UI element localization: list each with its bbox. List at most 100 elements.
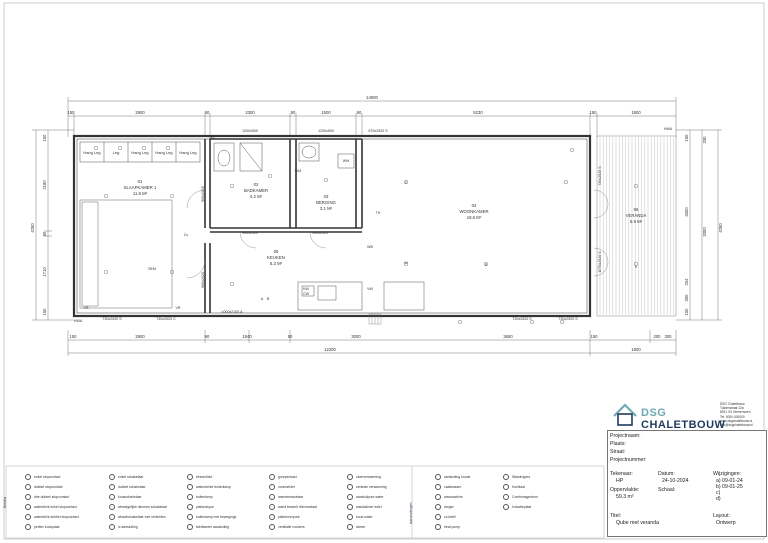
dim-left: 150 — [42, 308, 47, 316]
legend-label: afvoer — [356, 524, 366, 529]
dim-top: 1500 — [321, 110, 331, 115]
legend-label: aansluitpunt water — [356, 494, 384, 499]
dim-right: 204 — [684, 278, 689, 286]
legend-label: vaatwasser — [444, 484, 462, 489]
title-block: Projectnaam: Plaats: Straat: Projectnumm… — [607, 430, 767, 537]
electrical-point — [404, 262, 409, 267]
door-label: 730x2020 S — [102, 317, 122, 321]
legend-symbol-icon — [187, 514, 193, 520]
door-swings — [186, 189, 609, 279]
dim-left-total: 4280 — [30, 223, 35, 233]
legend-item: binnenlicht — [187, 474, 212, 480]
legend-item: buitenlamp — [187, 494, 213, 500]
room-code: 05 — [274, 249, 279, 254]
legend-item: rookmelder — [269, 484, 295, 490]
legend-label: dubbel stopcontact — [34, 484, 63, 489]
legend-symbol-icon — [109, 484, 115, 490]
electrical-point — [530, 320, 535, 325]
room-area: 3.1 M² — [320, 206, 333, 211]
dim-right-outer: 330 — [702, 136, 707, 144]
dim-right-outer: 4280 — [718, 223, 723, 233]
tb-projectnummer: Projectnummer: — [610, 457, 647, 463]
legend-label: lc aansluiting — [118, 524, 138, 529]
electrical-point — [634, 262, 639, 267]
tb-plaats: Plaats: — [610, 441, 626, 447]
electrical-point — [564, 179, 569, 184]
legend-label: waterdicht enkel stopcontact — [34, 504, 77, 509]
legend-item: waterdichte buitenlamp — [187, 484, 231, 490]
electrical-point — [324, 177, 329, 182]
veranda — [596, 135, 677, 317]
dim-left: 150 — [42, 134, 47, 142]
dim-left: 90 — [42, 231, 47, 236]
tb-wijz-a: a) 09-01-24 — [716, 478, 743, 484]
room-name: WOONKAMER — [459, 209, 488, 214]
legend-symbol-icon — [25, 484, 31, 490]
tb-straat: Straat: — [610, 449, 626, 455]
door-label: 1000x2100 A — [222, 310, 244, 314]
electrical-point — [169, 193, 174, 198]
legend-symbol-icon — [435, 494, 441, 500]
legend-symbol-icon — [435, 484, 441, 490]
tb-opp-label: Oppervlakte: — [610, 487, 640, 493]
dim-right: 150 — [684, 134, 689, 142]
electrical-point — [141, 145, 146, 150]
annot-label: Cv — [184, 233, 189, 237]
dim-bottom: 150 — [70, 334, 78, 339]
address-line: Tuikenstraat 12a — [720, 406, 744, 411]
door-label: 900x2110 — [242, 231, 258, 235]
electrical-point — [484, 262, 489, 267]
legend-symbol-icon — [187, 504, 193, 510]
legend-label: koud water — [356, 514, 373, 519]
electrical-point — [229, 282, 234, 287]
electrical-point — [165, 145, 170, 150]
legend-symbol-icon — [25, 504, 31, 510]
annot-label: MV — [209, 136, 215, 140]
room-area: 18.6 M² — [467, 215, 482, 220]
dim-bottom: 200 — [654, 334, 662, 339]
tb-wijz-label: Wijzigingen: — [713, 471, 741, 477]
legend-item: heat pump — [435, 524, 460, 530]
closet-label: Hang Leg — [155, 150, 172, 155]
tb-wijz-b: b) 09-01-25 — [716, 484, 743, 490]
address-line: 8921 XX Heerenveen — [720, 410, 751, 415]
kitchen-counters — [297, 281, 425, 311]
legend-label: waterdichte buitenlamp — [196, 484, 231, 489]
legend-item: koud water — [347, 514, 373, 520]
legend-frame — [5, 465, 605, 539]
annot-label: D — [485, 263, 488, 267]
electrical-point — [169, 270, 174, 275]
door-label: 900x2110 — [312, 231, 328, 235]
bathroom-fixtures — [213, 142, 355, 172]
legend-item: vloerverwarming — [347, 474, 381, 480]
legend-label: binnenlicht — [196, 474, 213, 479]
legend-symbol-icon — [25, 474, 31, 480]
closets — [79, 141, 201, 163]
legend-item: waterdicht dubbel stopcontact — [25, 514, 79, 520]
legend-label: groepenkast — [278, 474, 297, 479]
annot-label: VR — [176, 306, 181, 310]
legend-symbol-icon — [187, 474, 193, 480]
legend-symbol-icon — [25, 514, 31, 520]
dim-top: 90 — [205, 110, 210, 115]
room-name: KEUKEN — [267, 255, 285, 260]
tb-datum-label: Datum: — [658, 471, 675, 477]
tb-tekenaar-value: HP — [616, 478, 624, 484]
tb-tekenaar-label: Tekenaar: — [610, 471, 633, 477]
legend-symbol-icon — [109, 504, 115, 510]
legend-symbol-icon — [109, 474, 115, 480]
room-code: 04 — [472, 203, 477, 208]
dim-top: 2300 — [245, 110, 255, 115]
tb-projectnaam: Projectnaam: — [610, 433, 641, 439]
legend-symbol-icon — [269, 474, 275, 480]
legend-label: Koelkast — [512, 484, 526, 489]
legend-symbol-icon — [109, 514, 115, 520]
legend-symbol-icon — [503, 504, 509, 510]
room-area: 6.3 M² — [270, 261, 283, 266]
legend-symbol-icon — [187, 484, 193, 490]
legend-item: centrale verwarming — [347, 484, 387, 490]
legend-label: waterdicht dubbel stopcontact — [34, 514, 79, 519]
dim-bottom: 90 — [205, 334, 210, 339]
legend-symbol-icon — [503, 494, 509, 500]
